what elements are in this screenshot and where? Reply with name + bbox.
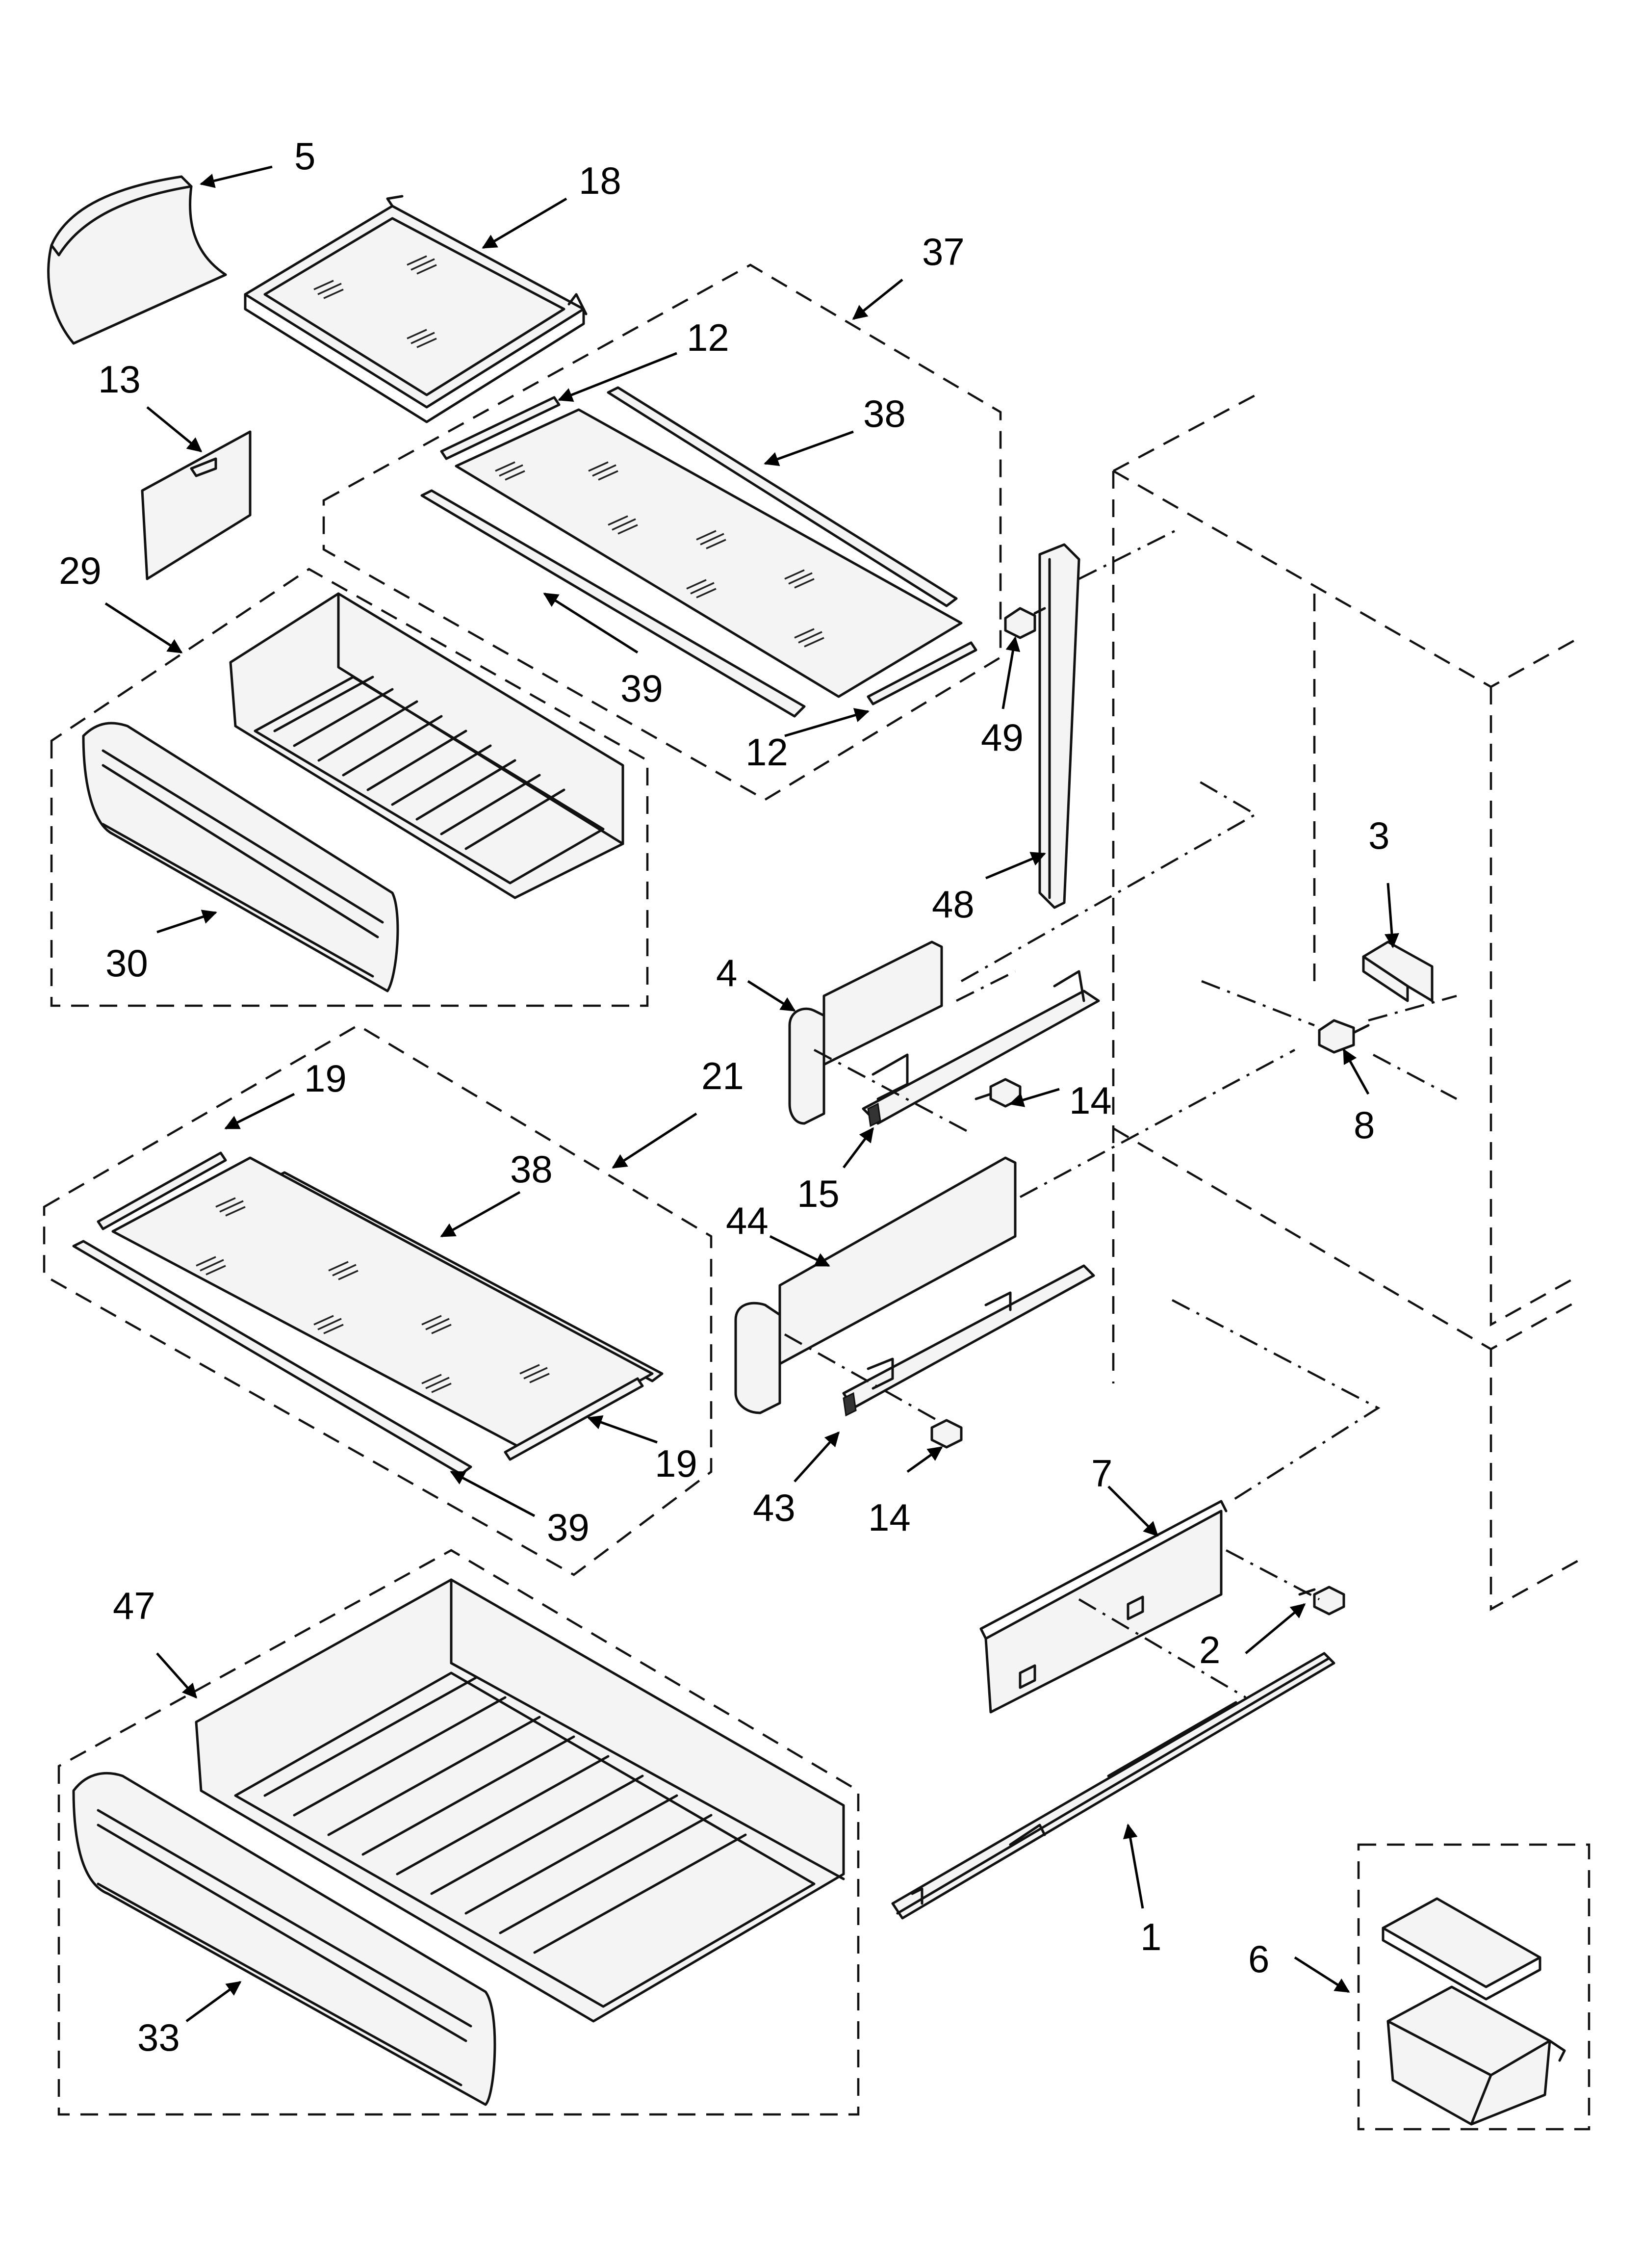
part-18-shelf xyxy=(244,195,588,423)
part-43-endcap xyxy=(843,1392,857,1417)
part-49-screw xyxy=(1004,607,1046,639)
cabinet-outline xyxy=(1112,391,1580,1611)
callout-47: 47 xyxy=(113,1584,155,1627)
callout-13: 13 xyxy=(98,358,141,401)
part-8-screw xyxy=(1318,1019,1370,1054)
callout-48: 48 xyxy=(932,883,975,926)
callout-49: 49 xyxy=(981,716,1024,759)
callout-29: 29 xyxy=(59,549,102,592)
part-38-trim-back xyxy=(607,386,958,607)
upper-crisper-bin xyxy=(229,592,624,899)
callout-38-upper: 38 xyxy=(863,392,906,435)
callout-8: 8 xyxy=(1354,1103,1375,1147)
callout-4: 4 xyxy=(716,951,737,994)
part-19-trim-top xyxy=(97,1151,227,1230)
callout-43: 43 xyxy=(753,1486,795,1529)
callout-2: 2 xyxy=(1199,1628,1220,1671)
callout-6: 6 xyxy=(1248,1937,1269,1981)
part-12-trim-top xyxy=(440,396,561,460)
callout-21: 21 xyxy=(701,1054,744,1097)
callout-12-top: 12 xyxy=(687,316,729,359)
part-15-endcap xyxy=(867,1102,881,1127)
rail-to-slide-line xyxy=(960,779,1258,982)
slide-upper-axis xyxy=(813,970,1016,1134)
callout-15: 15 xyxy=(797,1172,840,1215)
group-29-outline xyxy=(50,568,649,1007)
slide-lower-to-cabinet xyxy=(1171,1299,1381,1502)
part-2-screw xyxy=(1298,1586,1345,1616)
group-47-outline xyxy=(57,1549,860,2116)
callout-19-top: 19 xyxy=(304,1057,347,1100)
part-44-slide-lower xyxy=(734,1156,1095,1414)
callout-arrows xyxy=(104,165,1399,2023)
callout-37: 37 xyxy=(922,230,965,273)
upper-glass-panel xyxy=(455,408,963,698)
part-6-butter-dish xyxy=(1382,1897,1566,2126)
callout-14-lower: 14 xyxy=(868,1496,911,1539)
callout-39-lower: 39 xyxy=(547,1506,590,1549)
callout-44: 44 xyxy=(726,1199,769,1242)
part-33-crisper-front xyxy=(72,1772,496,2106)
part-7-plate xyxy=(979,1500,1228,1714)
callout-5: 5 xyxy=(294,134,315,178)
slide-lower-axis xyxy=(784,1333,943,1424)
lower-crisper-bin xyxy=(195,1578,845,2023)
callout-38-lower: 38 xyxy=(510,1147,553,1191)
callout-3: 3 xyxy=(1368,814,1389,857)
callout-labels: 5 18 37 12 13 38 29 39 12 49 48 3 4 30 8… xyxy=(59,134,1389,2059)
callout-1: 1 xyxy=(1140,1915,1161,1958)
callout-7: 7 xyxy=(1091,1452,1112,1495)
part-4-slide-upper xyxy=(788,940,1100,1125)
part-39-trim-lower xyxy=(72,1240,472,1476)
callout-12-bottom: 12 xyxy=(745,730,788,774)
part-39-trim-front xyxy=(420,489,806,718)
callout-18: 18 xyxy=(579,159,621,202)
part-48-rail xyxy=(1038,543,1080,909)
part-12-trim-bottom xyxy=(867,641,977,705)
part-13-divider xyxy=(141,430,252,580)
lower-glass-panel xyxy=(111,1156,654,1449)
slide-upper-to-cabinet xyxy=(1019,1049,1296,1198)
rail-centerline xyxy=(1078,528,1178,580)
part-19-trim-bottom xyxy=(504,1377,644,1461)
group-21-outline xyxy=(43,1024,713,1576)
callout-14-upper: 14 xyxy=(1069,1079,1112,1122)
part-30-crisper-front xyxy=(82,722,399,992)
plate-axis-line xyxy=(1078,1549,1320,1698)
part-14-screw-lower xyxy=(930,1419,963,1449)
callout-39-upper: 39 xyxy=(620,667,663,710)
bracket-axis-line xyxy=(1201,980,1458,1100)
callout-19-bottom: 19 xyxy=(655,1442,697,1485)
callout-30: 30 xyxy=(105,941,148,985)
part-1-slide xyxy=(891,1652,1335,1920)
group-6-outline xyxy=(1357,1843,1591,2131)
callout-33: 33 xyxy=(137,2016,180,2059)
part-5-cover xyxy=(47,175,227,345)
part-3-bracket xyxy=(1362,940,1434,1002)
group-37-outline xyxy=(322,263,1002,801)
